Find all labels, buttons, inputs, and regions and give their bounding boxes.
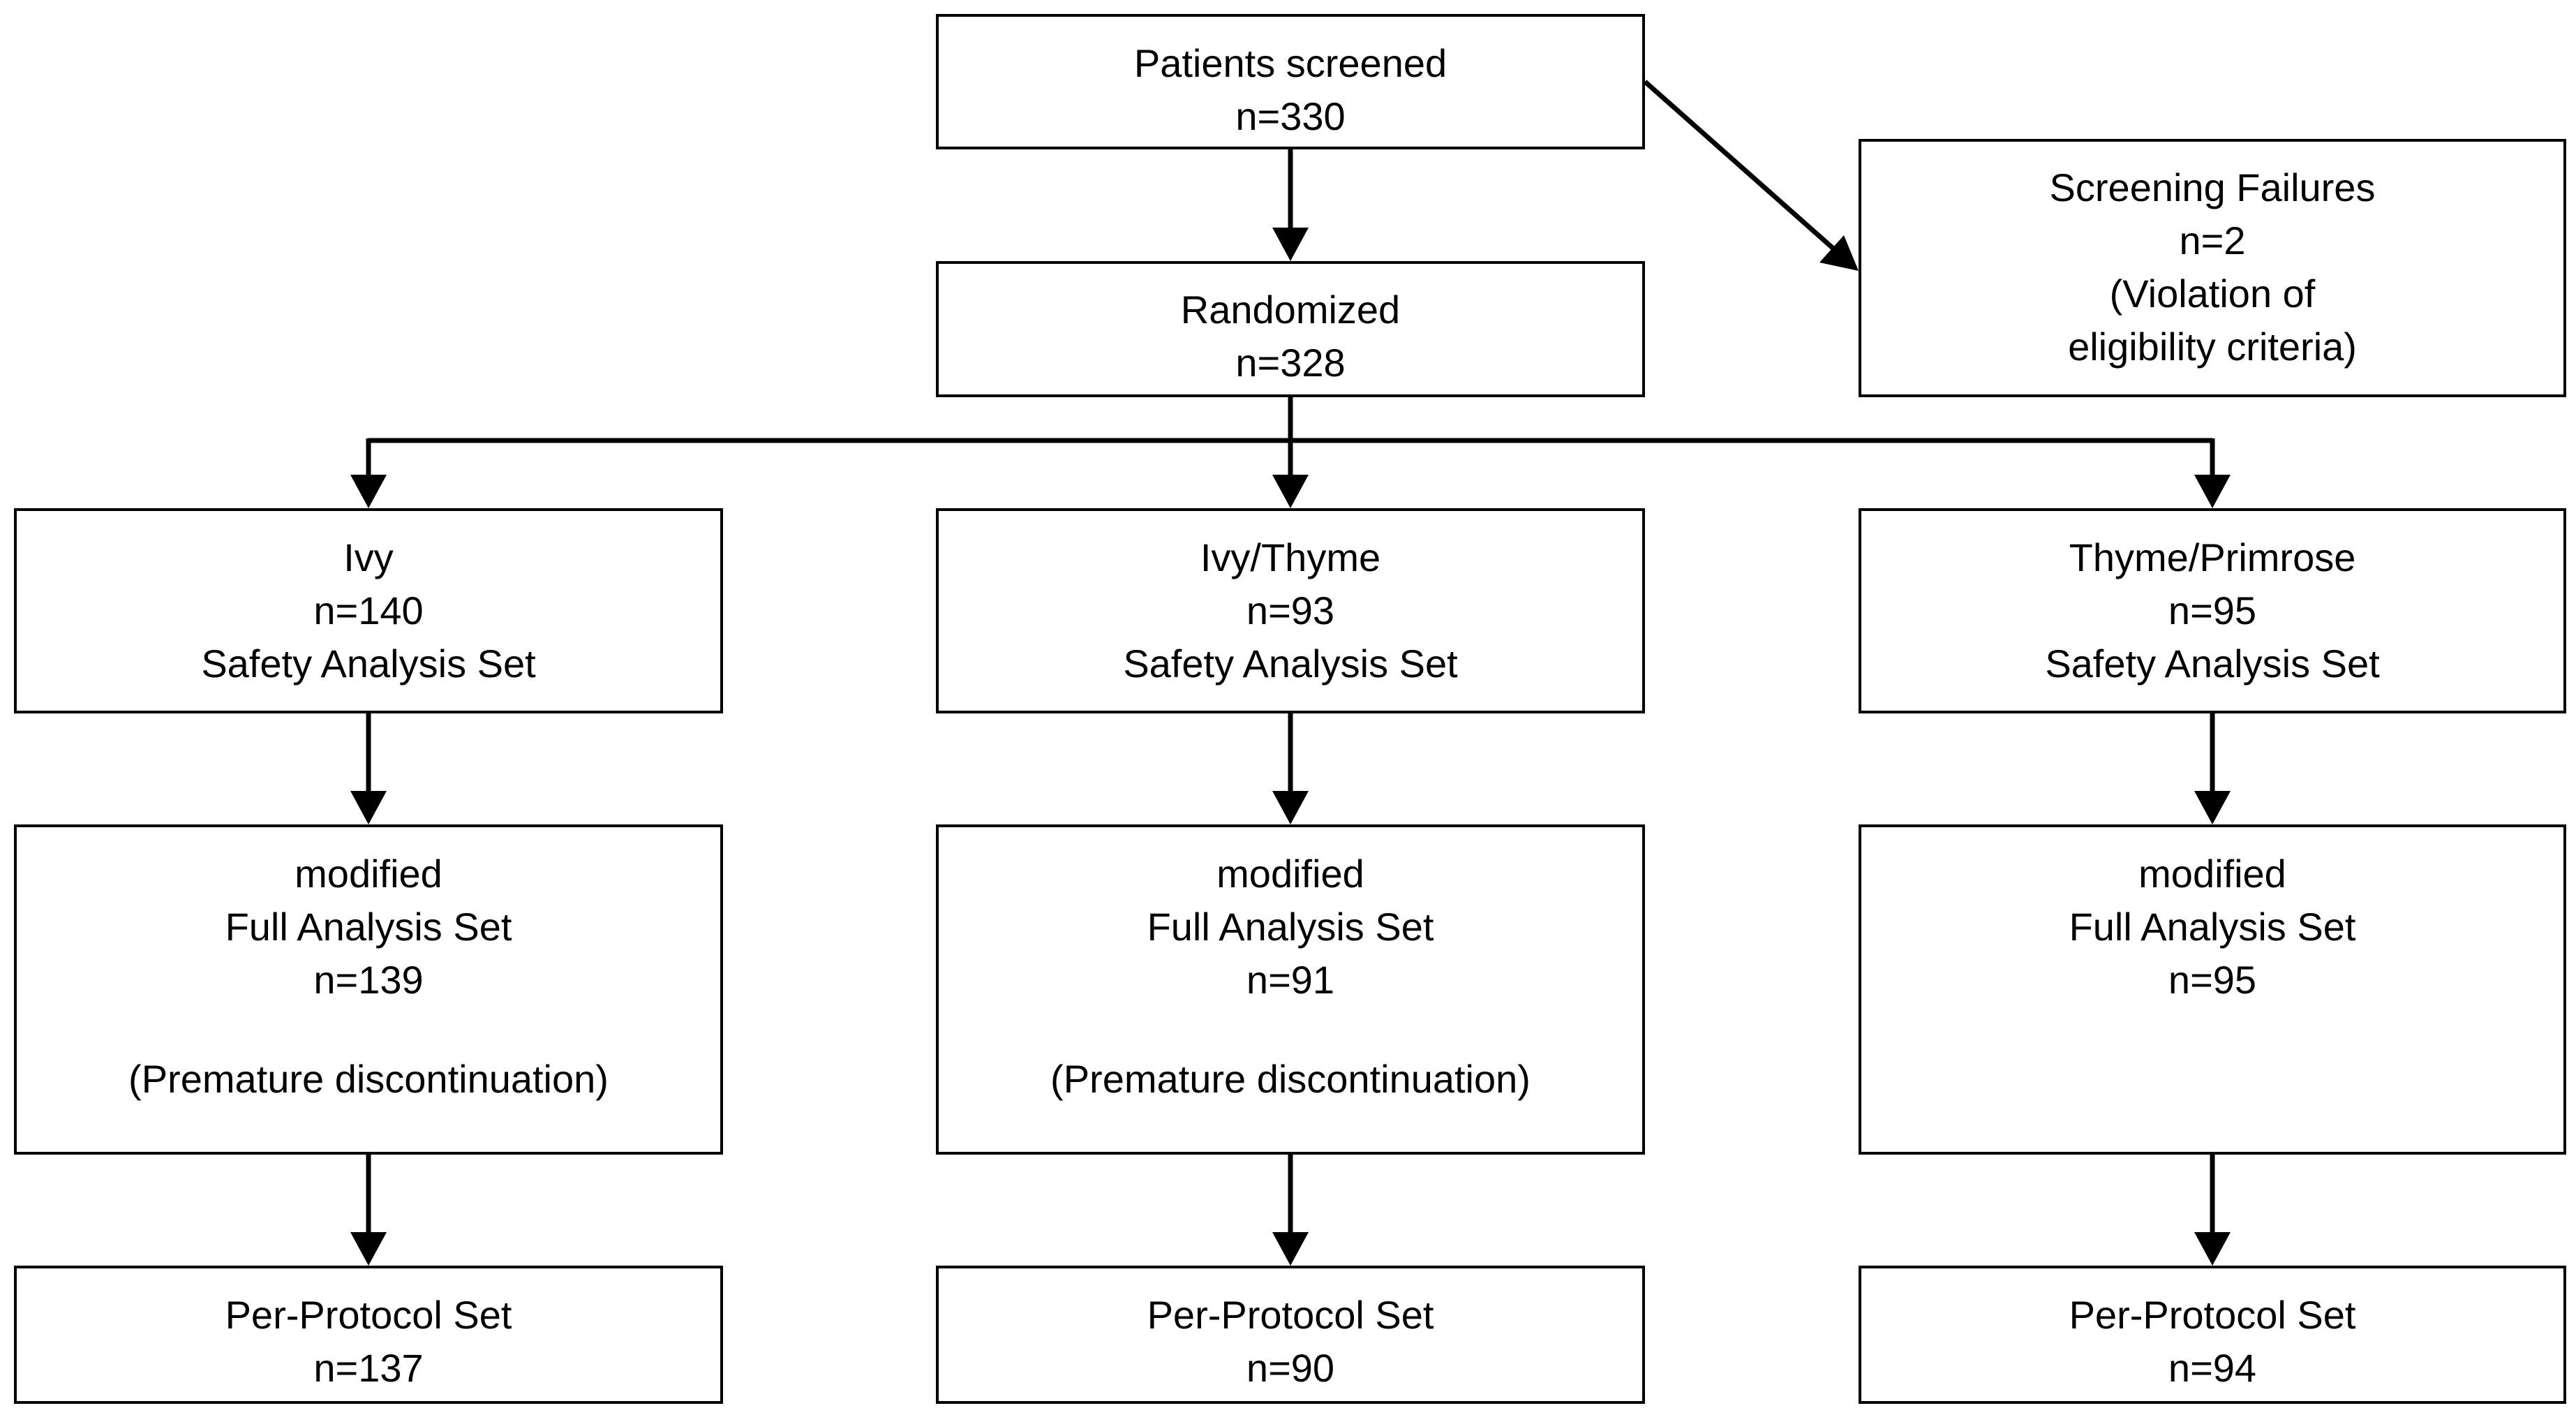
ivy-arm-name: Ivy — [343, 535, 394, 579]
ivy-pp-label: Per-Protocol Set — [225, 1293, 512, 1337]
screening-failures-reason-line1: (Violation of — [2109, 272, 2316, 316]
arrowhead-thymeprimrose-safety — [2194, 475, 2231, 508]
ivythyme-mfas-note: (Premature discontinuation) — [1050, 1057, 1531, 1101]
ivy-mfas-note: (Premature discontinuation) — [128, 1057, 609, 1101]
ivythyme-mfas-box: modified Full Analysis Set n=91 (Prematu… — [936, 824, 1645, 1155]
ivythyme-safety-count: n=93 — [1246, 588, 1335, 632]
ivythyme-mfas-label2: Full Analysis Set — [1147, 905, 1434, 949]
arrowhead-ivythyme-safety — [1272, 475, 1309, 508]
ivythyme-pp-label: Per-Protocol Set — [1147, 1293, 1434, 1337]
ivy-safety-box: Ivy n=140 Safety Analysis Set — [14, 508, 723, 713]
arrowhead-thymeprimrose-pp — [2194, 1232, 2231, 1266]
arrowhead-randomized — [1272, 228, 1309, 261]
ivythyme-mfas-label1: modified — [1216, 852, 1364, 896]
patients-screened-title: Patients screened — [1133, 41, 1447, 85]
ivy-safety-label: Safety Analysis Set — [201, 642, 536, 686]
ivy-per-protocol-box: Per-Protocol Set n=137 — [14, 1266, 723, 1404]
thymeprimrose-safety-box: Thyme/Primrose n=95 Safety Analysis Set — [1859, 508, 2566, 713]
arrowhead-failures — [1819, 235, 1859, 271]
screening-failures-title: Screening Failures — [2049, 165, 2376, 209]
ivythyme-mfas-count: n=91 — [1246, 958, 1335, 1002]
ivy-mfas-label2: Full Analysis Set — [225, 905, 512, 949]
ivy-safety-count: n=140 — [313, 588, 424, 632]
arrowhead-ivythyme-pp — [1272, 1232, 1309, 1266]
screening-failures-count: n=2 — [2179, 219, 2246, 262]
thymeprimrose-safety-count: n=95 — [2168, 588, 2257, 632]
thymeprimrose-arm-name: Thyme/Primrose — [2069, 535, 2356, 579]
arrowhead-ivy-pp — [350, 1232, 387, 1266]
thymeprimrose-mfas-box: modified Full Analysis Set n=95 — [1859, 824, 2566, 1155]
thymeprimrose-pp-count: n=94 — [2168, 1346, 2257, 1390]
thymeprimrose-pp-label: Per-Protocol Set — [2069, 1293, 2356, 1337]
thymeprimrose-mfas-label1: modified — [2138, 852, 2286, 896]
ivythyme-safety-label: Safety Analysis Set — [1123, 642, 1458, 686]
patients-screened-box: Patients screened n=330 — [936, 14, 1645, 149]
screening-failures-reason-line2: eligibility criteria) — [2068, 325, 2357, 369]
thymeprimrose-safety-label: Safety Analysis Set — [2045, 642, 2380, 686]
arrowhead-ivy-safety — [350, 475, 387, 508]
ivythyme-per-protocol-box: Per-Protocol Set n=90 — [936, 1266, 1645, 1404]
ivythyme-safety-box: Ivy/Thyme n=93 Safety Analysis Set — [936, 508, 1645, 713]
randomized-count: n=328 — [1235, 341, 1346, 385]
screening-failures-box: Screening Failures n=2 (Violation of eli… — [1859, 139, 2566, 397]
ivythyme-arm-name: Ivy/Thyme — [1200, 535, 1381, 579]
ivy-mfas-label1: modified — [295, 852, 442, 896]
arrowhead-ivythyme-mfas — [1272, 791, 1309, 824]
ivy-mfas-box: modified Full Analysis Set n=139 (Premat… — [14, 824, 723, 1155]
ivy-mfas-count: n=139 — [313, 958, 424, 1002]
patients-screened-count: n=330 — [1235, 94, 1346, 138]
arrowhead-ivy-mfas — [350, 791, 387, 824]
thymeprimrose-mfas-label2: Full Analysis Set — [2069, 905, 2356, 949]
ivythyme-pp-count: n=90 — [1246, 1346, 1335, 1390]
thymeprimrose-per-protocol-box: Per-Protocol Set n=94 — [1859, 1266, 2566, 1404]
randomized-box: Randomized n=328 — [936, 261, 1645, 397]
thymeprimrose-mfas-count: n=95 — [2168, 958, 2257, 1002]
ivy-pp-count: n=137 — [313, 1346, 424, 1390]
randomized-title: Randomized — [1180, 288, 1401, 332]
arrow-screened-to-failures — [1643, 80, 1836, 251]
arrowhead-thymeprimrose-mfas — [2194, 791, 2231, 824]
